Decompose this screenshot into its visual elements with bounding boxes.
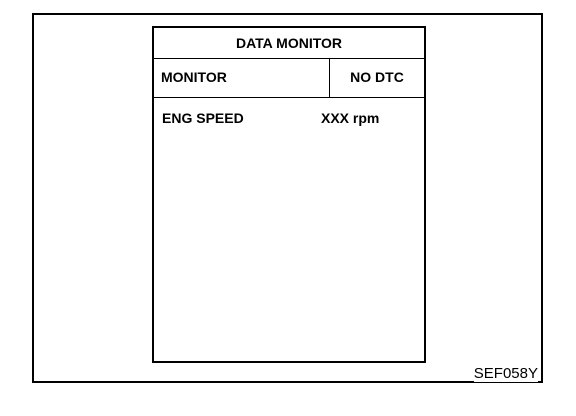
consult-screen: DATA MONITOR MONITOR NO DTC ENG SPEED XX…: [152, 26, 426, 363]
screen-title: DATA MONITOR: [154, 28, 424, 59]
item-value-eng-speed: XXX rpm: [321, 110, 380, 126]
item-name-eng-speed: ENG SPEED: [162, 110, 244, 126]
data-row-eng-speed: ENG SPEED XXX rpm: [154, 108, 424, 128]
monitor-header-row: MONITOR NO DTC: [154, 59, 424, 98]
monitor-label: MONITOR: [154, 59, 330, 97]
dtc-status: NO DTC: [350, 69, 404, 85]
figure-code: SEF058Y: [473, 365, 538, 382]
figure-frame: [32, 13, 543, 383]
